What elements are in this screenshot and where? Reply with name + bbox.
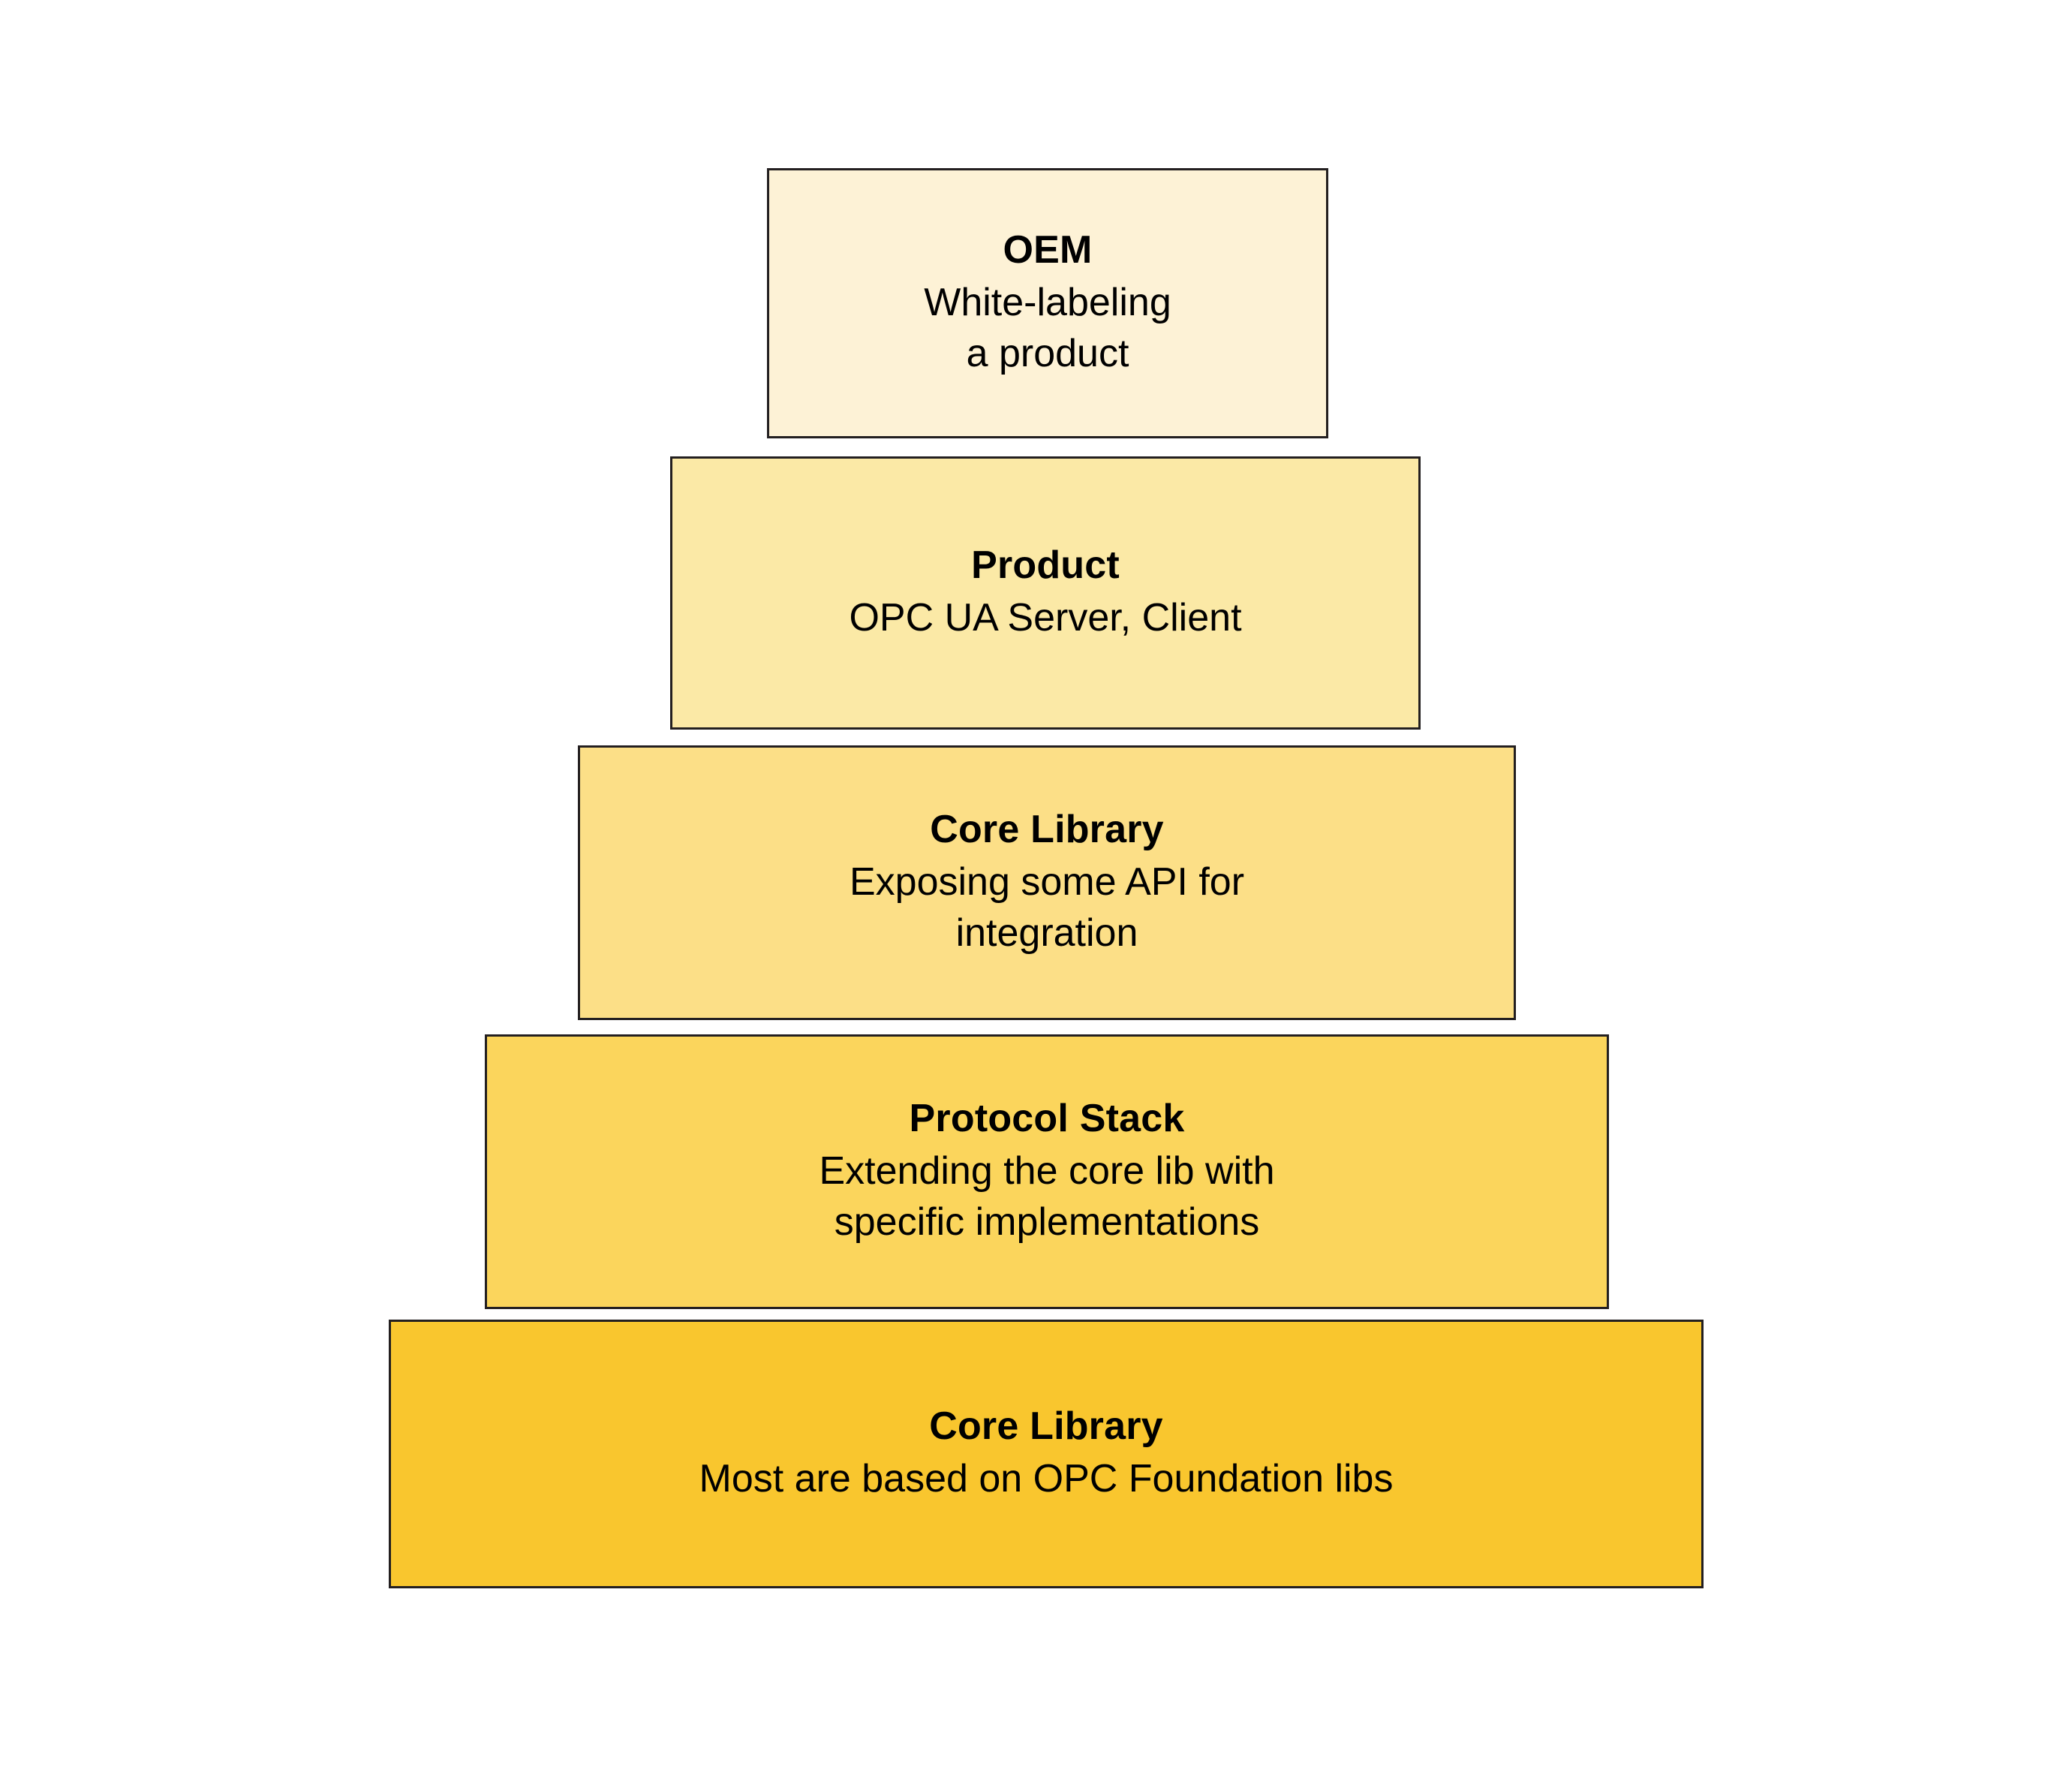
- pyramid-layer-product-title: Product: [971, 543, 1120, 587]
- pyramid-layer-oem-desc-line-1: White-labeling: [924, 281, 1171, 325]
- pyramid-layer-product-desc-line-1: OPC UA Server, Client: [849, 595, 1242, 640]
- pyramid-layer-core-library-base-desc-line-1: Most are based on OPC Foundation libs: [699, 1456, 1394, 1501]
- pyramid-layer-core-library-api-desc-line-2: integration: [955, 911, 1138, 955]
- pyramid-layer-core-library-api-title: Core Library: [930, 807, 1164, 851]
- pyramid-layer-core-library-base[interactable]: Core Library Most are based on OPC Found…: [389, 1320, 1704, 1588]
- pyramid-layer-product[interactable]: Product OPC UA Server, Client: [670, 456, 1421, 730]
- pyramid-layer-oem[interactable]: OEM White-labeling a product: [767, 168, 1328, 438]
- pyramid-layer-oem-desc-line-2: a product: [966, 331, 1129, 375]
- pyramid-layer-core-library-base-title: Core Library: [929, 1404, 1163, 1448]
- pyramid-layer-oem-title: OEM: [1003, 227, 1093, 272]
- pyramid-layer-protocol-stack-title: Protocol Stack: [909, 1096, 1185, 1140]
- pyramid-layer-core-library-base-description: Most are based on OPC Foundation libs: [699, 1449, 1394, 1505]
- pyramid-layer-protocol-stack-description: Extending the core lib with specific imp…: [819, 1142, 1274, 1248]
- pyramid-layer-core-library-api[interactable]: Core Library Exposing some API for integ…: [578, 745, 1516, 1020]
- pyramid-layer-core-library-api-desc-line-1: Exposing some API for: [849, 860, 1245, 905]
- pyramid-layer-oem-description: White-labeling a product: [924, 273, 1171, 379]
- pyramid-layer-core-library-api-description: Exposing some API for integration: [850, 853, 1244, 959]
- pyramid-layer-protocol-stack-desc-line-2: specific implementations: [834, 1200, 1260, 1244]
- pyramid-layer-product-description: OPC UA Server, Client: [849, 588, 1241, 644]
- pyramid-layer-protocol-stack-desc-line-1: Extending the core lib with: [819, 1149, 1275, 1193]
- pyramid-layer-protocol-stack[interactable]: Protocol Stack Extending the core lib wi…: [485, 1034, 1609, 1309]
